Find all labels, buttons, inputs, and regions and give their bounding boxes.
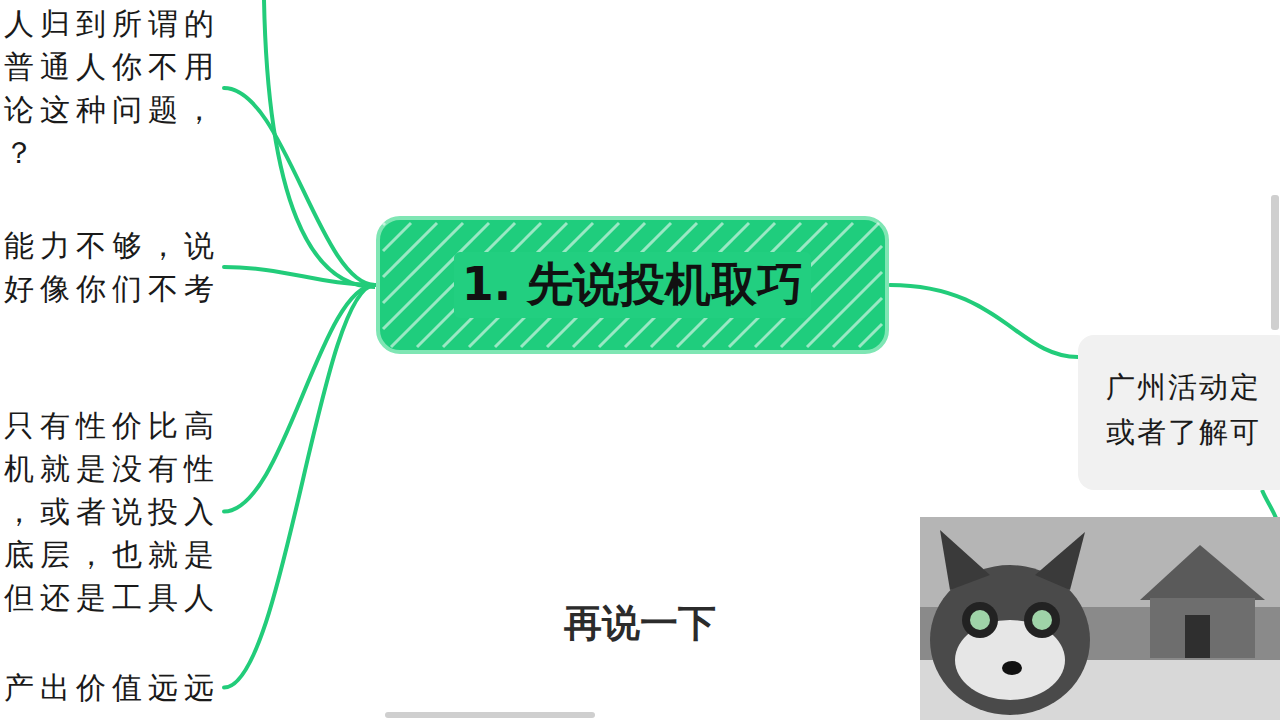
- side-topic-box: 广州活动定 或者了解可: [1078, 335, 1280, 490]
- video-thumbnail: [920, 517, 1280, 720]
- central-topic: 1. 先说投机取巧: [375, 215, 890, 355]
- topic-text: 1. 先说投机取巧: [454, 252, 812, 318]
- branch-connector: [224, 267, 375, 285]
- topic-text: 只有性价比高 机就是没有性 ，或者说投入 底层，也就是 但还是工具人: [4, 404, 222, 619]
- topic-text: 产出价值远远: [4, 666, 222, 709]
- scrollbar: [385, 712, 595, 718]
- branch-topic: 能力不够，说 好像你们不考: [4, 224, 222, 310]
- topic-text: 广州活动定 或者了解可: [1106, 365, 1263, 455]
- branch-line: [1262, 490, 1276, 518]
- subtitle: 再说一下: [490, 598, 790, 649]
- topic-text: 能力不够，说 好像你们不考: [4, 224, 222, 310]
- topic-text: 人归到所谓的 普通人你不用 论这种问题， ？: [4, 2, 222, 174]
- branch-connector: [890, 285, 1078, 357]
- branch-connector: [224, 88, 375, 285]
- branch-connector: [224, 285, 375, 688]
- branch-connector: [224, 285, 375, 512]
- scrollbar: [1271, 195, 1279, 330]
- branch-topic: 人归到所谓的 普通人你不用 论这种问题， ？: [4, 2, 222, 174]
- branch-topic: 产出价值远远: [4, 666, 222, 709]
- branch-topic: 只有性价比高 机就是没有性 ，或者说投入 底层，也就是 但还是工具人: [4, 404, 222, 619]
